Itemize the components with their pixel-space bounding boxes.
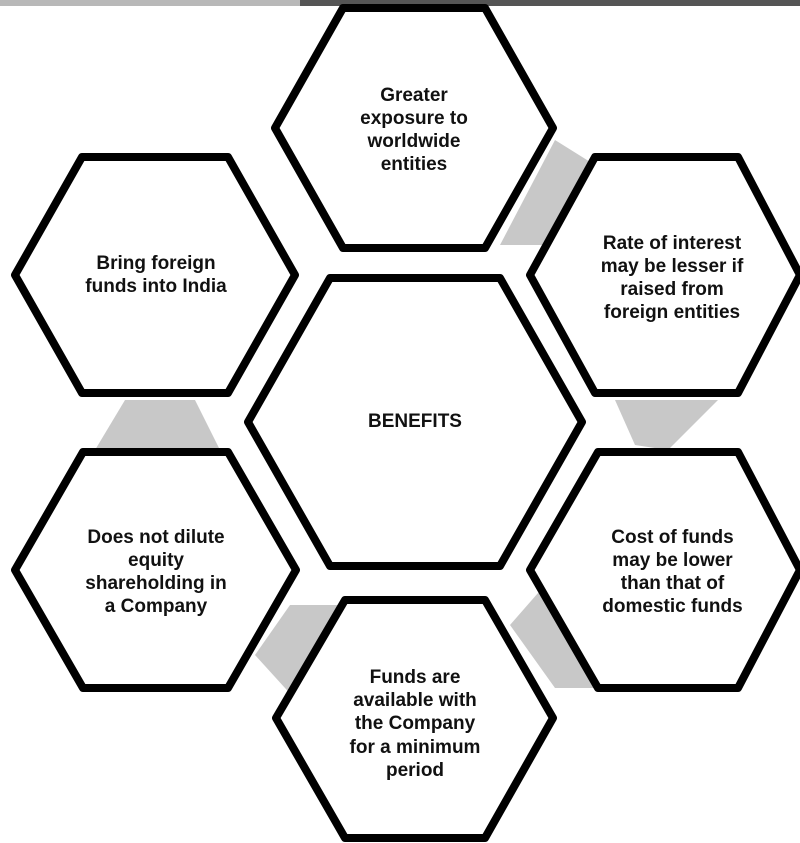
connector-bottom-to-lower-left xyxy=(255,605,340,710)
connector-right-to-lower-right xyxy=(615,400,718,450)
connector-top-to-right xyxy=(500,140,595,245)
benefit-label-rate-of-interest: Rate of interest may be lesser if raised… xyxy=(600,232,744,324)
center-label-benefits: BENEFITS xyxy=(368,411,462,433)
hex-left xyxy=(11,153,299,397)
hex-top xyxy=(271,4,557,252)
benefit-label-does-not-dilute: Does not dilute equity shareholding in a… xyxy=(85,526,227,618)
benefit-label-cost-of-funds: Cost of funds may be lower than that of … xyxy=(602,526,743,618)
hex-center xyxy=(244,274,586,570)
benefit-label-greater-exposure: Greater exposure to worldwide entities xyxy=(360,84,468,176)
benefit-label-foreign-funds: Bring foreign funds into India xyxy=(85,252,227,297)
hex-lower-left xyxy=(11,448,300,692)
top-photo-strip-light xyxy=(0,0,300,6)
hex-right xyxy=(526,153,800,397)
top-photo-strip xyxy=(0,0,800,6)
hex-lower-right xyxy=(526,448,800,692)
hex-bottom xyxy=(272,596,557,842)
connector-lower-left-to-left xyxy=(95,400,220,450)
benefit-label-funds-available: Funds are available with the Company for… xyxy=(349,667,481,781)
